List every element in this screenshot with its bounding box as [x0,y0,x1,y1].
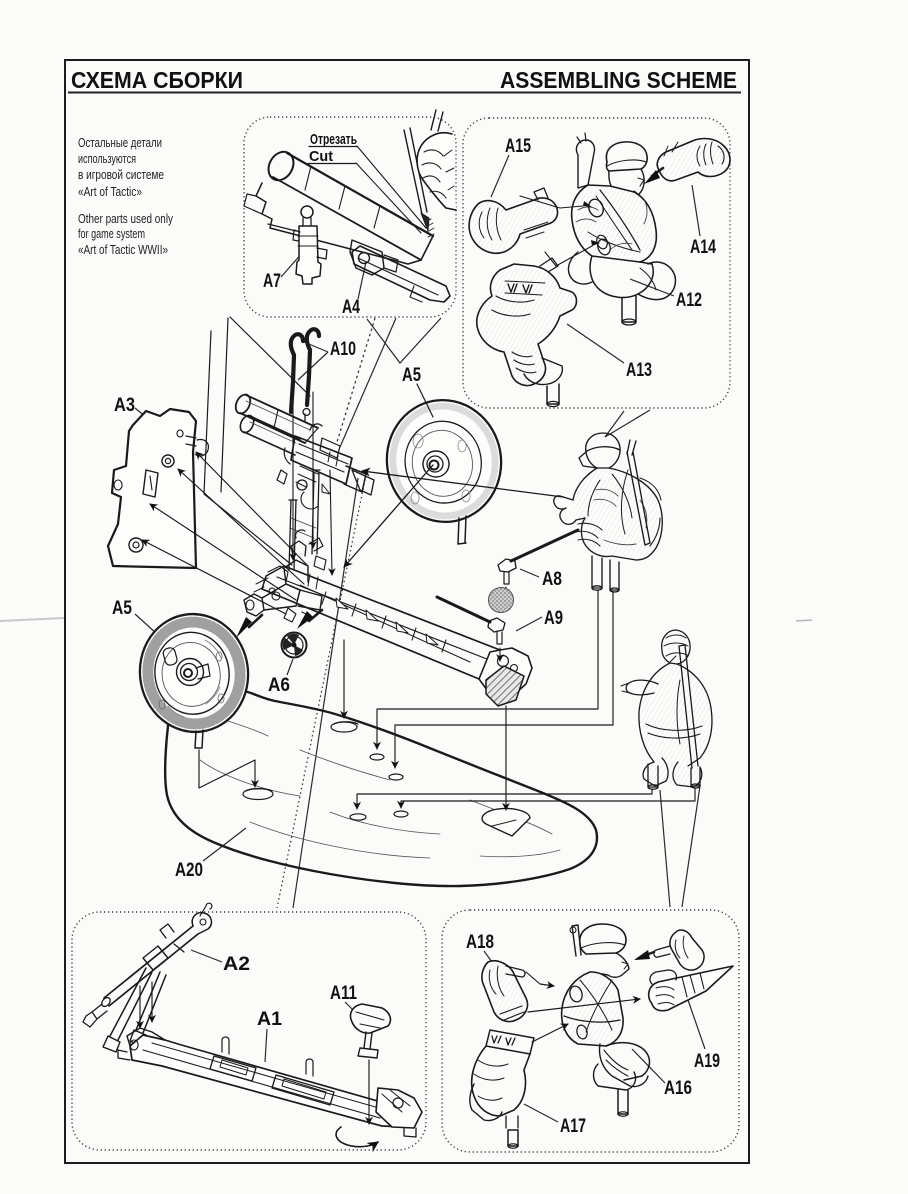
svg-text:A16: A16 [664,1078,692,1099]
svg-text:A14: A14 [690,237,716,258]
svg-text:A4: A4 [342,297,360,318]
svg-text:A8: A8 [542,569,562,590]
svg-text:A9: A9 [544,608,563,629]
svg-text:A18: A18 [466,932,494,953]
svg-text:Cut: Cut [309,148,333,165]
svg-text:A10: A10 [330,339,356,360]
svg-text:A13: A13 [626,360,652,381]
svg-text:ASSEMBLING SCHEME: ASSEMBLING SCHEME [500,67,737,93]
svg-text:A20: A20 [175,860,203,881]
svg-text:используются: используются [78,151,136,166]
svg-text:A15: A15 [505,136,531,157]
svg-text:СХЕМА СБОРКИ: СХЕМА СБОРКИ [71,67,243,93]
svg-text:A11: A11 [330,983,357,1004]
svg-text:A17: A17 [560,1116,586,1137]
svg-text:A12: A12 [676,290,702,311]
svg-text:A1: A1 [257,1009,282,1030]
svg-text:Отрезать: Отрезать [310,131,357,148]
svg-text:Other parts used only: Other parts used only [78,211,173,226]
svg-text:A6: A6 [268,675,290,696]
svg-text:A2: A2 [223,954,250,975]
svg-text:«Art of Tactic»: «Art of Tactic» [78,184,142,199]
svg-text:for game system: for game system [78,226,145,241]
svg-text:A3: A3 [114,395,135,416]
svg-text:A7: A7 [263,271,281,292]
svg-text:в игровой системе: в игровой системе [78,167,164,182]
svg-text:A19: A19 [694,1051,720,1072]
svg-text:A5: A5 [112,598,132,619]
svg-text:A5: A5 [402,365,421,386]
svg-text:«Art of Tactic WWII»: «Art of Tactic WWII» [78,242,168,257]
svg-text:Остальные детали: Остальные детали [78,135,162,150]
